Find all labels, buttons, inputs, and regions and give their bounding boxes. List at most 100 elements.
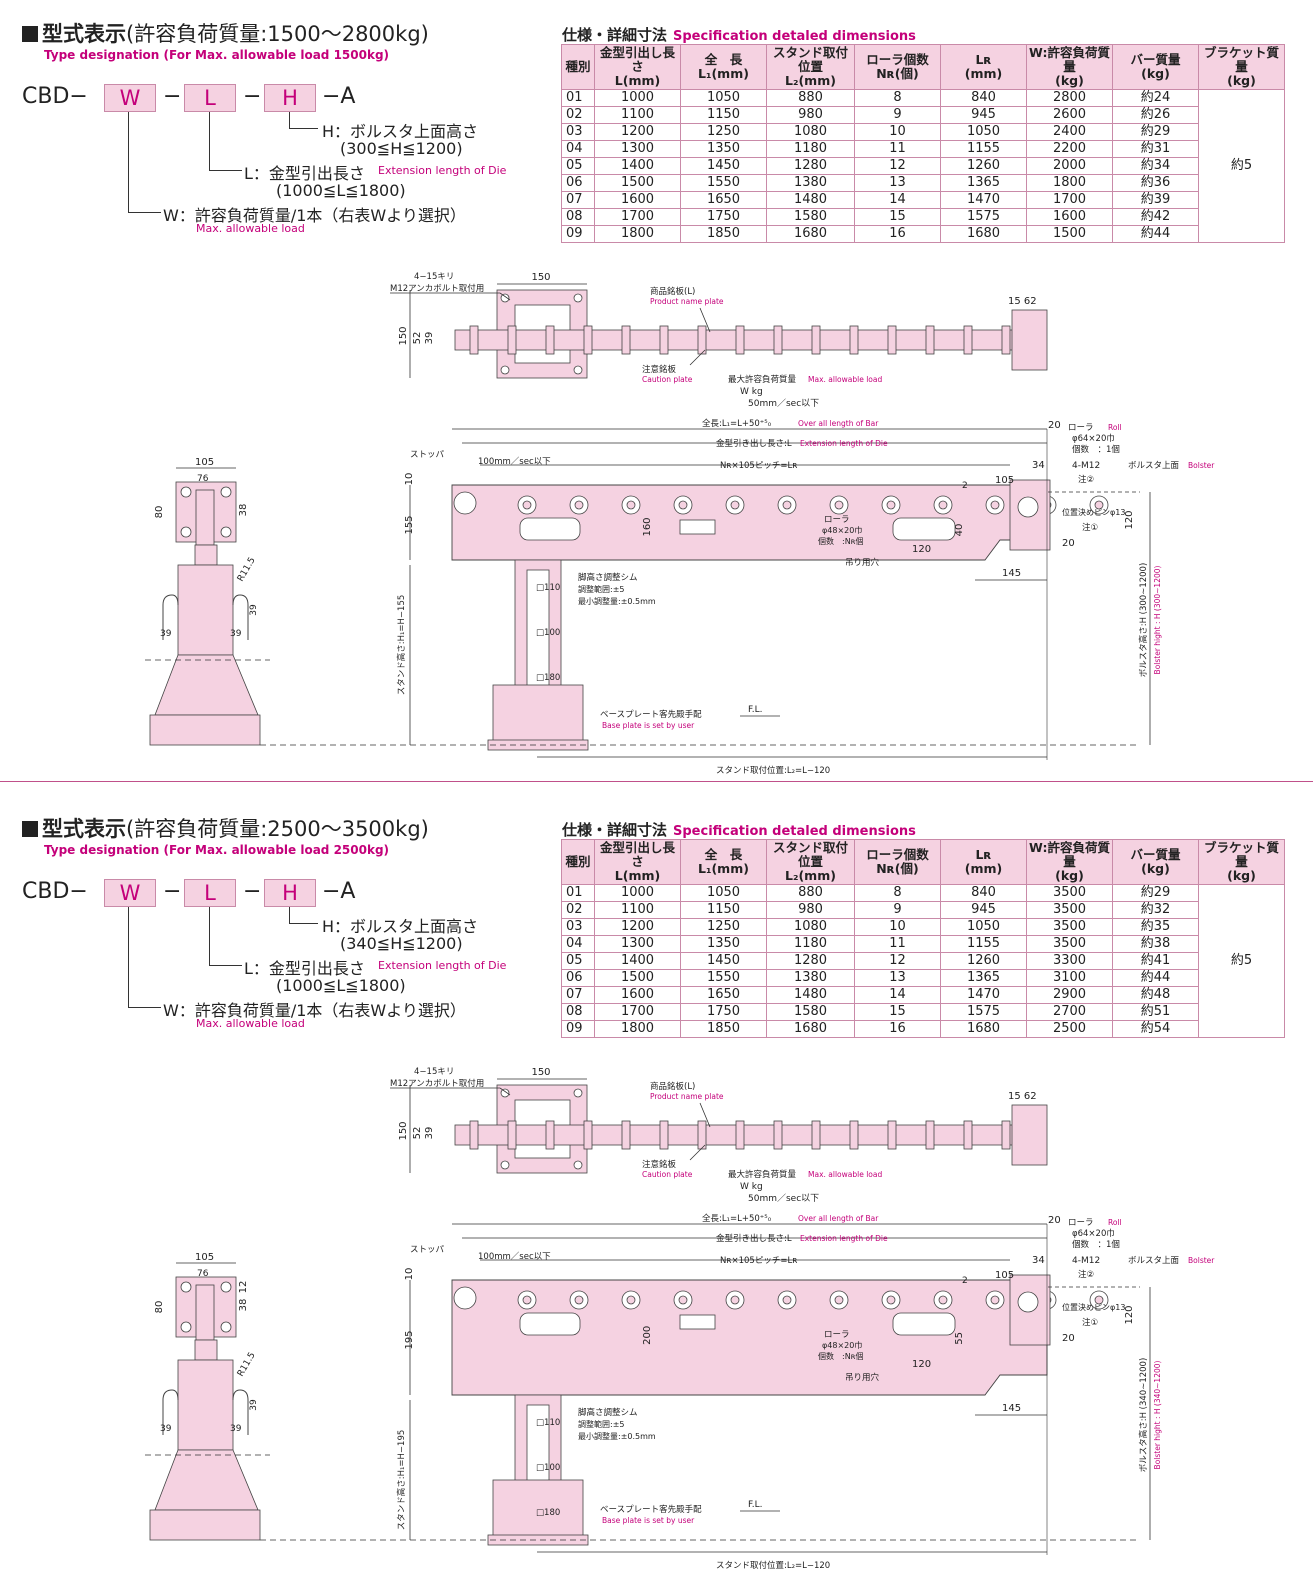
spec-cell: 約44 bbox=[1112, 969, 1199, 987]
anchor-hole bbox=[500, 1160, 510, 1170]
roller-slot bbox=[849, 1120, 859, 1150]
roller-hub bbox=[522, 1295, 532, 1305]
h-range: (300≦H≦1200) bbox=[340, 139, 463, 158]
spec-cell: 05 bbox=[561, 157, 595, 175]
side-dim-105: 105 bbox=[195, 1252, 214, 1263]
side-dim-39: 39 bbox=[160, 1424, 172, 1434]
spec-cell: 1600 bbox=[1026, 208, 1113, 226]
stopper-label: ストッパ bbox=[410, 1245, 445, 1255]
roller-slot bbox=[545, 325, 555, 355]
side-bolt bbox=[220, 526, 232, 538]
spec-cell: 3500 bbox=[1026, 884, 1113, 902]
spec-cell: 1450 bbox=[680, 157, 767, 175]
m12-label: 4-M12 bbox=[1072, 1256, 1100, 1266]
side-handle-right bbox=[232, 594, 249, 640]
overall-length-label-en: Over all length of Bar bbox=[798, 419, 879, 428]
spec-cell: 1400 bbox=[594, 952, 681, 970]
roller-pitch-label: Nʀ×105ピッチ=Lʀ bbox=[720, 461, 797, 471]
side-base-taper bbox=[154, 1449, 259, 1511]
spec-cell: 1050 bbox=[680, 884, 767, 902]
speed-50-label: 50mm／sec以下 bbox=[748, 1193, 819, 1204]
roll-count: 個数 ：1個 bbox=[1072, 1239, 1120, 1250]
l-range: (1000≦L≦1800) bbox=[276, 976, 406, 995]
side-column bbox=[177, 1359, 234, 1451]
spec-cell: 1850 bbox=[680, 225, 767, 243]
spec-cell: 1600 bbox=[594, 191, 681, 209]
spec-cell: 約48 bbox=[1112, 986, 1199, 1004]
bracket-mass-cell: 約5 bbox=[1198, 884, 1285, 1038]
spec-cell: 3500 bbox=[1026, 901, 1113, 919]
spec-header-cell: Lʀ(mm) bbox=[940, 839, 1027, 885]
dim-mid-height: 160 bbox=[642, 517, 653, 536]
spec-cell: 1700 bbox=[1026, 191, 1113, 209]
roller-pitch-label: Nʀ×105ピッチ=Lʀ bbox=[720, 1256, 797, 1266]
side-bolt bbox=[180, 526, 192, 538]
side-bolt bbox=[180, 1321, 192, 1333]
anchor-bolt-label: 4−15キリ bbox=[414, 272, 454, 282]
ext-length-label: 金型引き出し長さ:L bbox=[716, 438, 792, 449]
dim-34: 34 bbox=[1032, 460, 1045, 471]
dim-15-62: 15 62 bbox=[1008, 1091, 1037, 1102]
roller-slot bbox=[469, 1120, 479, 1150]
base-plate bbox=[487, 1534, 589, 1546]
leader-line bbox=[699, 307, 711, 333]
leader-line bbox=[499, 1087, 511, 1096]
spec-cell: 09 bbox=[561, 1020, 595, 1038]
w-description-en: Max. allowable load bbox=[196, 222, 305, 235]
w-kg-label: W kg bbox=[740, 1182, 763, 1192]
roller-slot bbox=[811, 325, 821, 355]
code-box-w: W bbox=[104, 879, 156, 907]
sq180-label: □180 bbox=[536, 673, 560, 683]
spec-cell: 約29 bbox=[1112, 123, 1199, 141]
product-plate-label-en: Product name plate bbox=[650, 1092, 724, 1101]
max-load-label-en: Max. allowable load bbox=[808, 1170, 882, 1179]
roller-slot bbox=[963, 1120, 973, 1150]
slot-hole bbox=[519, 1312, 581, 1336]
spec-cell: 約24 bbox=[1112, 89, 1199, 107]
roller2-count: 個数 :Nʀ個 bbox=[818, 536, 864, 546]
sq180-label: □180 bbox=[536, 1508, 560, 1518]
bolster-height-label: ボルスタ高さ:H (300∼1200) bbox=[1138, 563, 1149, 678]
dim-20: 20 bbox=[1048, 1215, 1061, 1226]
side-handle-left bbox=[162, 594, 179, 640]
spec-cell: 1280 bbox=[766, 952, 855, 970]
l-range: (1000≦L≦1800) bbox=[276, 181, 406, 200]
stand-position-label: スタンド取付位置:L₂=L−120 bbox=[716, 1560, 830, 1571]
spec-cell: 2700 bbox=[1026, 1003, 1113, 1021]
shim-min: 最小調整量:±0.5mm bbox=[578, 1431, 656, 1441]
roller-slot bbox=[1001, 1120, 1011, 1150]
side-dim-r: R11.5 bbox=[236, 1351, 258, 1379]
shim-range: 調整範囲:±5 bbox=[578, 1419, 625, 1429]
roller-slot bbox=[735, 1120, 745, 1150]
bolster-height-label-en: Bolster hight : H (340∼1200) bbox=[1153, 1360, 1162, 1469]
dim-120-vertical: 120 bbox=[1124, 1305, 1135, 1324]
dim-10: 10 bbox=[404, 473, 415, 486]
spec-cell: 1500 bbox=[594, 174, 681, 192]
spec-cell: 1380 bbox=[766, 969, 855, 987]
bolster-top-label-en: Bolster bbox=[1188, 461, 1215, 470]
spec-cell: 3500 bbox=[1026, 935, 1113, 953]
roller-slot bbox=[925, 325, 935, 355]
spec-cell: 約39 bbox=[1112, 191, 1199, 209]
spec-cell: 1480 bbox=[766, 986, 855, 1004]
spec-cell: 1400 bbox=[594, 157, 681, 175]
bolster-top-label: ボルスタ上面 bbox=[1128, 461, 1180, 471]
dim-120-vertical: 120 bbox=[1124, 510, 1135, 529]
roller-slot bbox=[583, 325, 593, 355]
spec-cell: 16 bbox=[854, 1020, 941, 1038]
spec-cell: 980 bbox=[766, 106, 855, 124]
dim-20b: 20 bbox=[1062, 1333, 1075, 1344]
spec-cell: 06 bbox=[561, 969, 595, 987]
roller-slot bbox=[469, 325, 479, 355]
pin-label: 位置決めピンφ13 bbox=[1062, 507, 1125, 517]
dim-left-height: 155 bbox=[404, 515, 415, 534]
leader-line bbox=[689, 1144, 706, 1161]
dim-34: 34 bbox=[1032, 1255, 1045, 1266]
section-2: 型式表示(許容負荷質量:2500～3500kg) Type designatio… bbox=[0, 795, 1313, 1575]
